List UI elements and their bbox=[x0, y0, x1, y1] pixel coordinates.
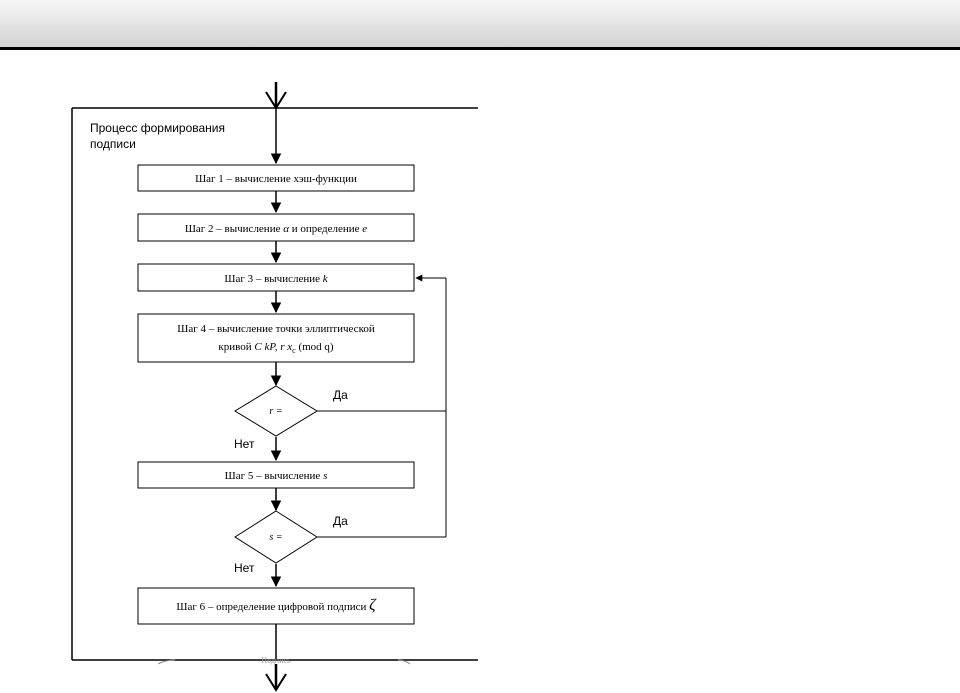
decision-s-no-label: Нет bbox=[234, 561, 255, 575]
step1-label: Шаг 1 – вычисление хэш-функции bbox=[195, 173, 357, 185]
cut-off-terminal: Подпись bbox=[157, 656, 411, 665]
slide-header-bar bbox=[0, 0, 960, 50]
step2-label: Шаг 2 – вычисление α и определение e bbox=[185, 223, 367, 235]
exit-arrow bbox=[265, 664, 287, 692]
step2-box bbox=[137, 213, 415, 242]
step4-label-line2: кривой C kP, r xc (mod q) bbox=[218, 341, 333, 355]
step4-box bbox=[137, 313, 415, 363]
step4-label-line1: Шаг 4 – вычисление точки эллиптической bbox=[177, 323, 375, 335]
loop-back-connector bbox=[317, 274, 447, 538]
decision-r-diamond bbox=[234, 385, 318, 437]
decision-r-yes-label: Да bbox=[333, 388, 348, 402]
step5-box bbox=[137, 461, 415, 489]
step3-box bbox=[137, 263, 415, 292]
step5-label: Шаг 5 – вычисление s bbox=[225, 470, 328, 482]
step1-box bbox=[137, 164, 415, 192]
cut-caption: Подпись bbox=[261, 656, 291, 665]
process-title-line1: Процесс формирования bbox=[90, 121, 225, 135]
process-frame bbox=[71, 107, 478, 661]
decision-s-diamond bbox=[234, 510, 318, 564]
step6-box bbox=[137, 587, 415, 625]
entry-arrow bbox=[265, 82, 287, 110]
process-title-line2: подписи bbox=[90, 137, 136, 151]
step6-label: Шаг 6 – определение цифровой подписи ζ bbox=[176, 597, 377, 614]
decision-r-no-label: Нет bbox=[234, 437, 255, 451]
decision-r-label: r = bbox=[269, 406, 282, 417]
step3-label: Шаг 3 – вычисление k bbox=[224, 273, 328, 285]
decision-s-label: s = bbox=[269, 532, 282, 543]
decision-s-yes-label: Да bbox=[333, 514, 348, 528]
